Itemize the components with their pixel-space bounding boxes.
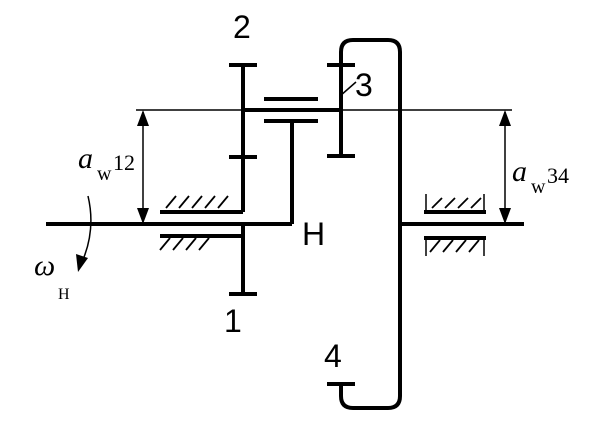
label-aw12-main: a <box>78 142 93 175</box>
planet-pin <box>243 97 341 123</box>
label-aw34-num: 34 <box>547 163 569 188</box>
left-bearing-lower <box>159 234 243 251</box>
right-bearing-lower <box>424 236 486 256</box>
label-gear-1: 1 <box>224 303 242 339</box>
aw34-dimension <box>499 110 511 224</box>
label-aw34-sub: w <box>531 176 546 198</box>
rotation-arrow <box>76 195 92 272</box>
left-bearing-upper <box>160 195 243 214</box>
label-gear-4: 4 <box>324 338 342 374</box>
label-aw34-main: a <box>512 155 527 188</box>
label-carrier-h: H <box>302 216 325 252</box>
label-gear-3: 3 <box>355 67 373 103</box>
label-aw12-num: 12 <box>113 150 135 175</box>
label-aw12-sub: w <box>97 163 112 185</box>
gear-2 <box>229 63 257 212</box>
aw12-dimension <box>137 110 149 224</box>
label-omega-sub: H <box>58 286 70 303</box>
label-omega: ω <box>34 249 55 282</box>
right-bearing-upper <box>424 194 486 214</box>
label-gear-2: 2 <box>233 9 251 45</box>
